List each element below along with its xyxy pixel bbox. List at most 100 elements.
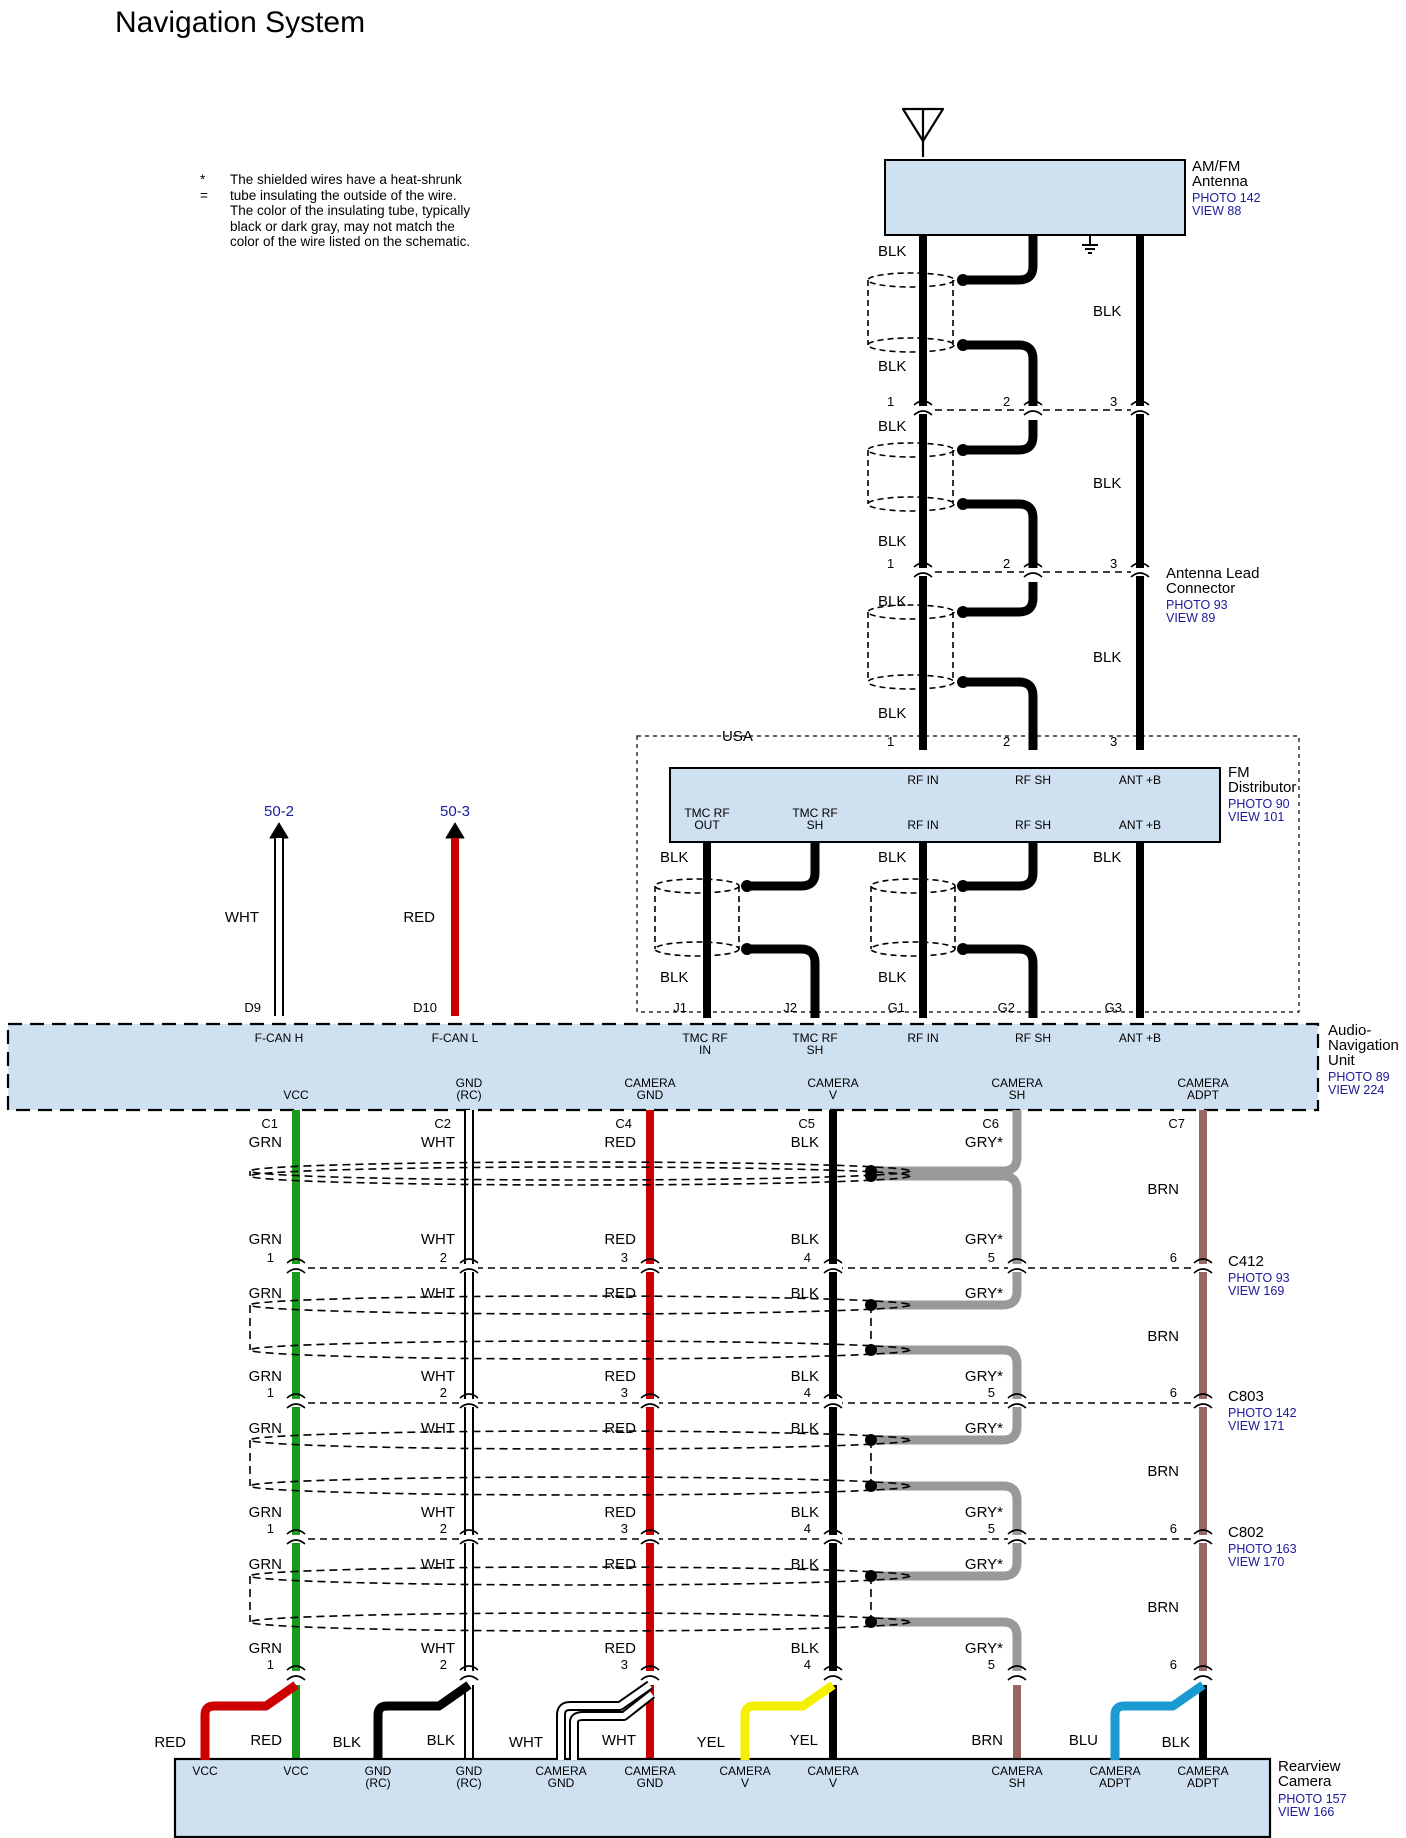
- camera-connector-pin-upper: [1007, 1529, 1027, 1535]
- wire-color-label: WHT: [225, 909, 259, 926]
- pin-number: 2: [440, 1250, 447, 1265]
- camera-shield-ellipse: [249, 1295, 911, 1315]
- pin-number: 1: [887, 556, 894, 571]
- pin-id: D10: [413, 1000, 437, 1015]
- camera-shield-drain-upper: [871, 1403, 1022, 1445]
- wire-color-label: BLK: [1093, 303, 1121, 320]
- camera-connector-pin-upper: [823, 1665, 843, 1671]
- pin-number: 1: [267, 1657, 274, 1672]
- camera-connector-pin-upper: [286, 1258, 306, 1264]
- camera-connector-pin-lower: [459, 1268, 479, 1274]
- fm-distributor-name: FM: [1228, 764, 1250, 781]
- note-text: The shielded wires have a heat-shrunk tu…: [230, 172, 471, 249]
- pin-number: 4: [804, 1250, 811, 1265]
- pin-id: C1: [261, 1116, 278, 1131]
- camera-connector-pin-gap: [824, 1535, 842, 1543]
- wire-color-label: GRY*: [965, 1420, 1003, 1437]
- camera-connector-pin-lower: [1193, 1539, 1213, 1545]
- camera-connector-pin-gap: [1194, 1535, 1212, 1543]
- camera-connector-pin-upper: [459, 1529, 479, 1535]
- camera-pigtail: [373, 1681, 472, 1760]
- camera-connector-pin-gap: [824, 1671, 842, 1679]
- note-asterisk: * =: [200, 172, 208, 203]
- rearview-camera-refs: PHOTO 157: [1278, 1792, 1347, 1806]
- wire-color-label: BLK: [660, 849, 688, 866]
- pin-number: 2: [1003, 734, 1010, 749]
- pin-number: 2: [440, 1385, 447, 1400]
- camera-connector-pin-upper: [286, 1529, 306, 1535]
- camera-connector-pin-gap: [460, 1264, 478, 1272]
- antenna-name: Antenna: [1192, 173, 1249, 190]
- wire-color-label: RED: [604, 1504, 636, 1521]
- connector-refs: VIEW 170: [1228, 1555, 1284, 1569]
- fm-bottom-terminal: TMC RF: [684, 806, 729, 820]
- camera-connector-pin-gap: [287, 1399, 305, 1407]
- camera-terminal: GND: [456, 1764, 483, 1778]
- camera-terminal: V: [741, 1776, 749, 1790]
- camera-connector-pin-gap: [1194, 1399, 1212, 1407]
- anu-top-terminal: F-CAN H: [255, 1031, 304, 1045]
- pin-number: 2: [1003, 556, 1010, 571]
- pin-number: 2: [440, 1521, 447, 1536]
- camera-terminal: ADPT: [1099, 1776, 1132, 1790]
- wire-color-label: RED: [604, 1420, 636, 1437]
- wire-color-label: GRN: [249, 1640, 282, 1657]
- pin-id: C2: [434, 1116, 451, 1131]
- wire-color-label: BLK: [1093, 849, 1121, 866]
- wire-color-label: BLK: [878, 418, 906, 435]
- camera-connector-pin-lower: [640, 1403, 660, 1409]
- camera-connector-pin-gap: [641, 1535, 659, 1543]
- camera-shield-drain-lower: [871, 1171, 1022, 1268]
- wire-color-label: WHT: [509, 1734, 543, 1751]
- wire-color-label: GRY*: [965, 1504, 1003, 1521]
- pin-number: 4: [804, 1521, 811, 1536]
- shield-ellipse: [867, 272, 955, 288]
- shield-ellipse: [870, 878, 956, 894]
- wire-color-label: BLK: [878, 533, 906, 550]
- antenna-name: AM/FM: [1192, 158, 1240, 175]
- camera-shield-drain-upper: [871, 1268, 1022, 1310]
- fm-distributor-name: Distributor: [1228, 779, 1296, 796]
- fm-bottom-terminal: RF SH: [1015, 818, 1051, 832]
- anu-bottom-terminal: V: [829, 1088, 837, 1102]
- fm-top-terminal: RF IN: [907, 773, 938, 787]
- antenna-lead-name: Antenna Lead: [1166, 565, 1259, 582]
- wire-color-label: BLK: [878, 593, 906, 610]
- fm-top-terminal: ANT +B: [1119, 773, 1161, 787]
- antenna-connector-pin-upper: [913, 400, 933, 406]
- camera-connector-pin-lower: [1007, 1675, 1027, 1681]
- camera-pigtail: [740, 1681, 836, 1760]
- camera-connector-pin-upper: [286, 1393, 306, 1399]
- antenna-connector-pin-gap: [1131, 406, 1149, 414]
- connector-name: C412: [1228, 1253, 1264, 1270]
- pin-number: 3: [1110, 734, 1117, 749]
- antenna-connector-pin-lower: [913, 572, 933, 578]
- camera-terminal: CAMERA: [719, 1764, 770, 1778]
- pin-id: J1: [673, 1000, 687, 1015]
- usa-label: USA: [722, 728, 753, 745]
- camera-shield-ellipse: [249, 1476, 911, 1496]
- wire-color-label: WHT: [421, 1231, 455, 1248]
- wire-color-label: GRY*: [965, 1134, 1003, 1151]
- anu-bottom-terminal: CAMERA: [1177, 1076, 1228, 1090]
- anu-bottom-terminal: CAMERA: [991, 1076, 1042, 1090]
- wire-color-label: BLK: [1093, 475, 1121, 492]
- wire-color-label: RED: [403, 909, 435, 926]
- antenna-connector-pin-upper: [1130, 400, 1150, 406]
- camera-shield-ellipse: [249, 1340, 911, 1360]
- pin-number: 1: [887, 394, 894, 409]
- pin-id: G3: [1105, 1000, 1122, 1015]
- antenna-lead-refs: PHOTO 93: [1166, 598, 1228, 612]
- camera-connector-pin-gap: [460, 1399, 478, 1407]
- wire-color-label: BRN: [1147, 1599, 1179, 1616]
- fm-bottom-terminal: TMC RF: [792, 806, 837, 820]
- camera-connector-pin-lower: [1193, 1268, 1213, 1274]
- wire-color-label: BLK: [1093, 649, 1121, 666]
- pin-id: G2: [998, 1000, 1015, 1015]
- pin-id: D9: [244, 1000, 261, 1015]
- camera-terminal: (RC): [365, 1776, 390, 1790]
- shield-drain-lower: [963, 677, 1038, 750]
- pin-number: 1: [267, 1521, 274, 1536]
- camera-connector-pin-upper: [1193, 1258, 1213, 1264]
- camera-terminal: VCC: [192, 1764, 218, 1778]
